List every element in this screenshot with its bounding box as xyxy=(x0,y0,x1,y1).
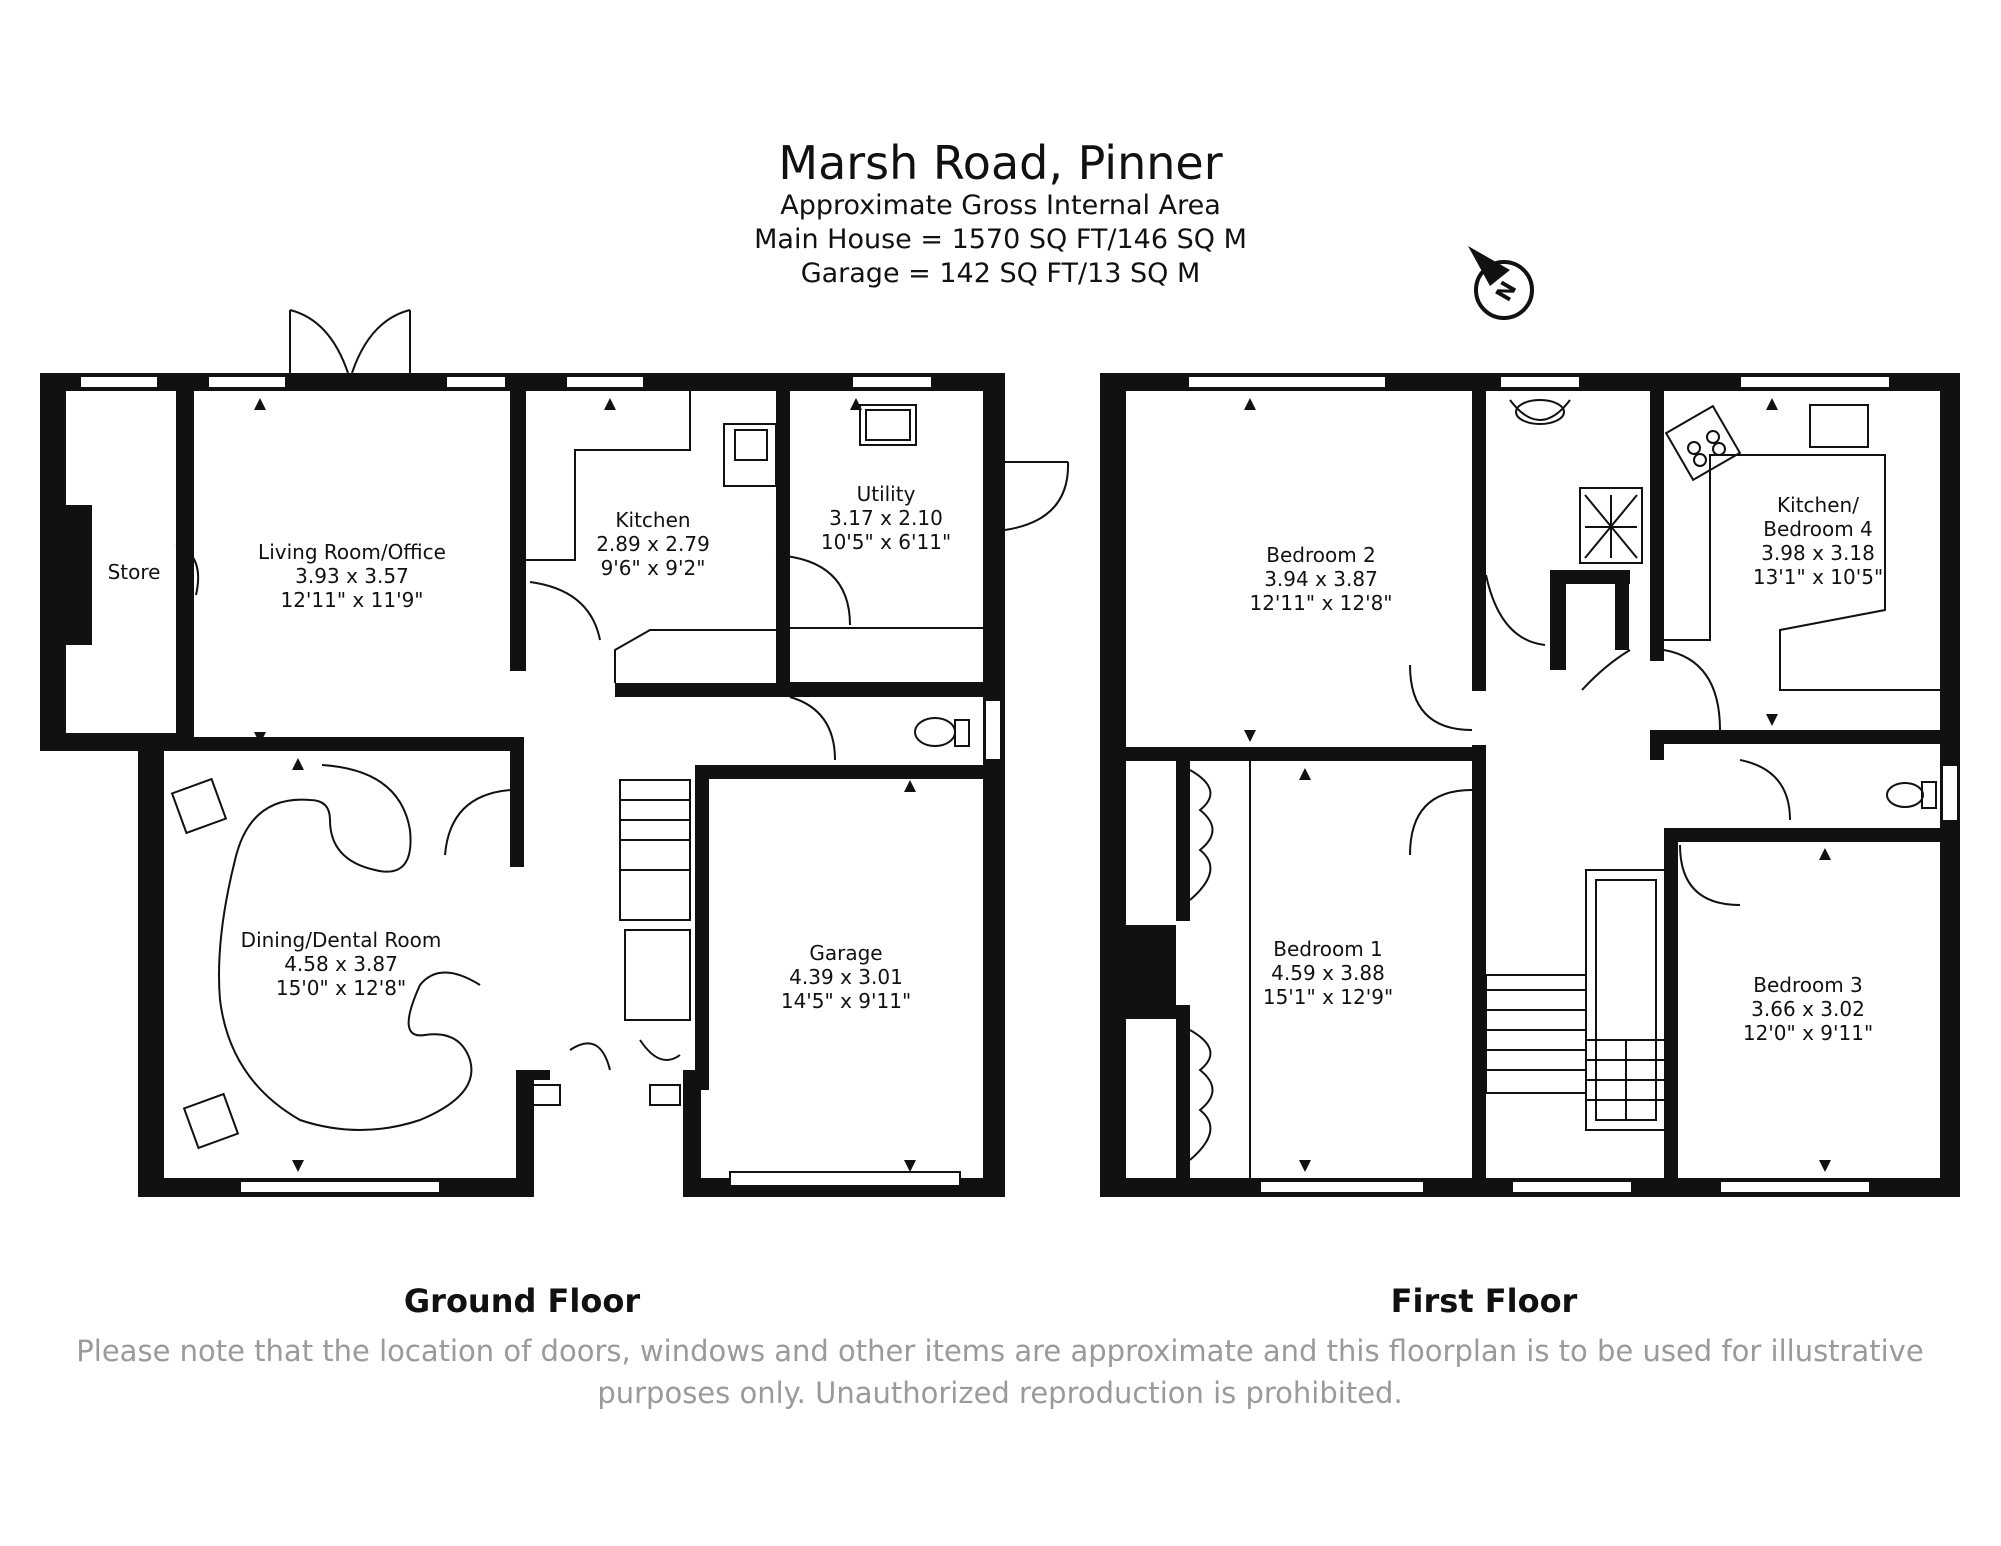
room-utility: Utility 3.17 x 2.10 10'5" x 6'11" xyxy=(820,482,952,554)
disclaimer-line-2: purposes only. Unauthorized reproduction… xyxy=(597,1376,1403,1410)
ground-floor-label: Ground Floor xyxy=(403,1282,641,1320)
compass-icon: N xyxy=(1468,246,1534,320)
disclaimer-line-1: Please note that the location of doors, … xyxy=(76,1334,1924,1368)
garage-area: Garage = 142 SQ FT/13 SQ M xyxy=(800,258,1201,289)
room-bedroom-2: Bedroom 2 3.94 x 3.87 12'11" x 12'8" xyxy=(1249,543,1393,615)
room-living-room-office: Living Room/Office 3.93 x 3.57 12'11" x … xyxy=(258,540,446,612)
ground-floor-plan xyxy=(40,309,1070,1197)
plan-subtitle: Approximate Gross Internal Area xyxy=(780,190,1221,221)
room-kitchen: Kitchen 2.89 x 2.79 9'6" x 9'2" xyxy=(596,508,710,580)
room-dining-dental: Dining/Dental Room 4.58 x 3.87 15'0" x 1… xyxy=(240,928,442,1000)
room-bedroom-1: Bedroom 1 4.59 x 3.88 15'1" x 12'9" xyxy=(1262,937,1394,1009)
plan-title: Marsh Road, Pinner xyxy=(778,136,1223,190)
room-kitchen-bedroom-4: Kitchen/ Bedroom 4 3.98 x 3.18 13'1" x 1… xyxy=(1752,493,1884,589)
main-house-area: Main House = 1570 SQ FT/146 SQ M xyxy=(754,224,1247,255)
room-garage: Garage 4.39 x 3.01 14'5" x 9'11" xyxy=(780,941,912,1013)
room-store: Store xyxy=(107,560,161,584)
room-bedroom-3: Bedroom 3 3.66 x 3.02 12'0" x 9'11" xyxy=(1742,973,1874,1045)
first-floor-label: First Floor xyxy=(1390,1282,1578,1320)
first-floor-plan xyxy=(1100,373,1960,1197)
